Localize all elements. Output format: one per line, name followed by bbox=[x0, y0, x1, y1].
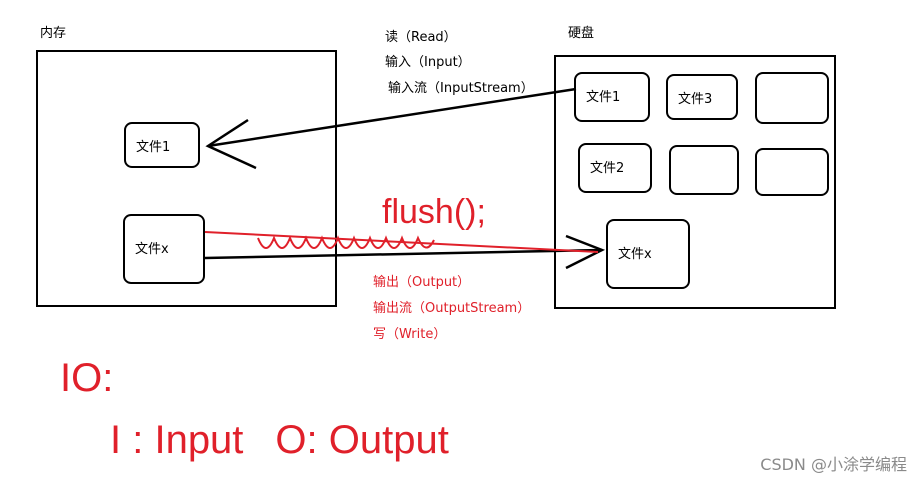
disk-file1: 文件1 bbox=[574, 72, 650, 122]
io-input: I : Input bbox=[110, 418, 244, 462]
disk-empty-a bbox=[755, 72, 829, 124]
write-label: 写（Write） bbox=[373, 327, 447, 342]
read-arrow-line bbox=[207, 87, 577, 148]
inputstream-label: 输入流（InputStream） bbox=[388, 81, 534, 96]
disk-filex-label: 文件x bbox=[618, 247, 652, 262]
buffer-wave bbox=[257, 235, 435, 249]
disk-empty-c bbox=[755, 148, 829, 196]
read-arrow-head bbox=[205, 118, 257, 170]
write-arrow-head bbox=[565, 234, 606, 270]
read-label: 读（Read） bbox=[385, 30, 457, 45]
memory-filex: 文件x bbox=[123, 214, 205, 284]
input-label: 输入（Input） bbox=[385, 55, 471, 70]
flush-label: flush(); bbox=[382, 193, 486, 231]
disk-file2: 文件2 bbox=[578, 143, 652, 193]
memory-filex-label: 文件x bbox=[135, 242, 169, 257]
disk-title: 硬盘 bbox=[568, 26, 595, 41]
outputstream-label: 输出流（OutputStream） bbox=[373, 301, 531, 316]
io-title: IO: bbox=[60, 356, 114, 400]
disk-file2-label: 文件2 bbox=[590, 161, 625, 176]
watermark: CSDN @小涂学编程 bbox=[760, 455, 907, 474]
disk-file1-label: 文件1 bbox=[586, 90, 621, 105]
io-output: O: Output bbox=[275, 418, 449, 462]
io-definitions: I : Input O: Output bbox=[110, 418, 449, 463]
write-red-line bbox=[204, 231, 599, 253]
memory-file1: 文件1 bbox=[124, 122, 200, 168]
disk-filex: 文件x bbox=[606, 219, 690, 289]
write-arrow-line bbox=[204, 248, 603, 260]
disk-file3-label: 文件3 bbox=[678, 92, 713, 107]
memory-file1-label: 文件1 bbox=[136, 140, 171, 155]
output-label: 输出（Output） bbox=[373, 275, 471, 290]
disk-file3: 文件3 bbox=[666, 74, 738, 120]
memory-title: 内存 bbox=[40, 26, 67, 41]
disk-empty-b bbox=[669, 145, 739, 195]
